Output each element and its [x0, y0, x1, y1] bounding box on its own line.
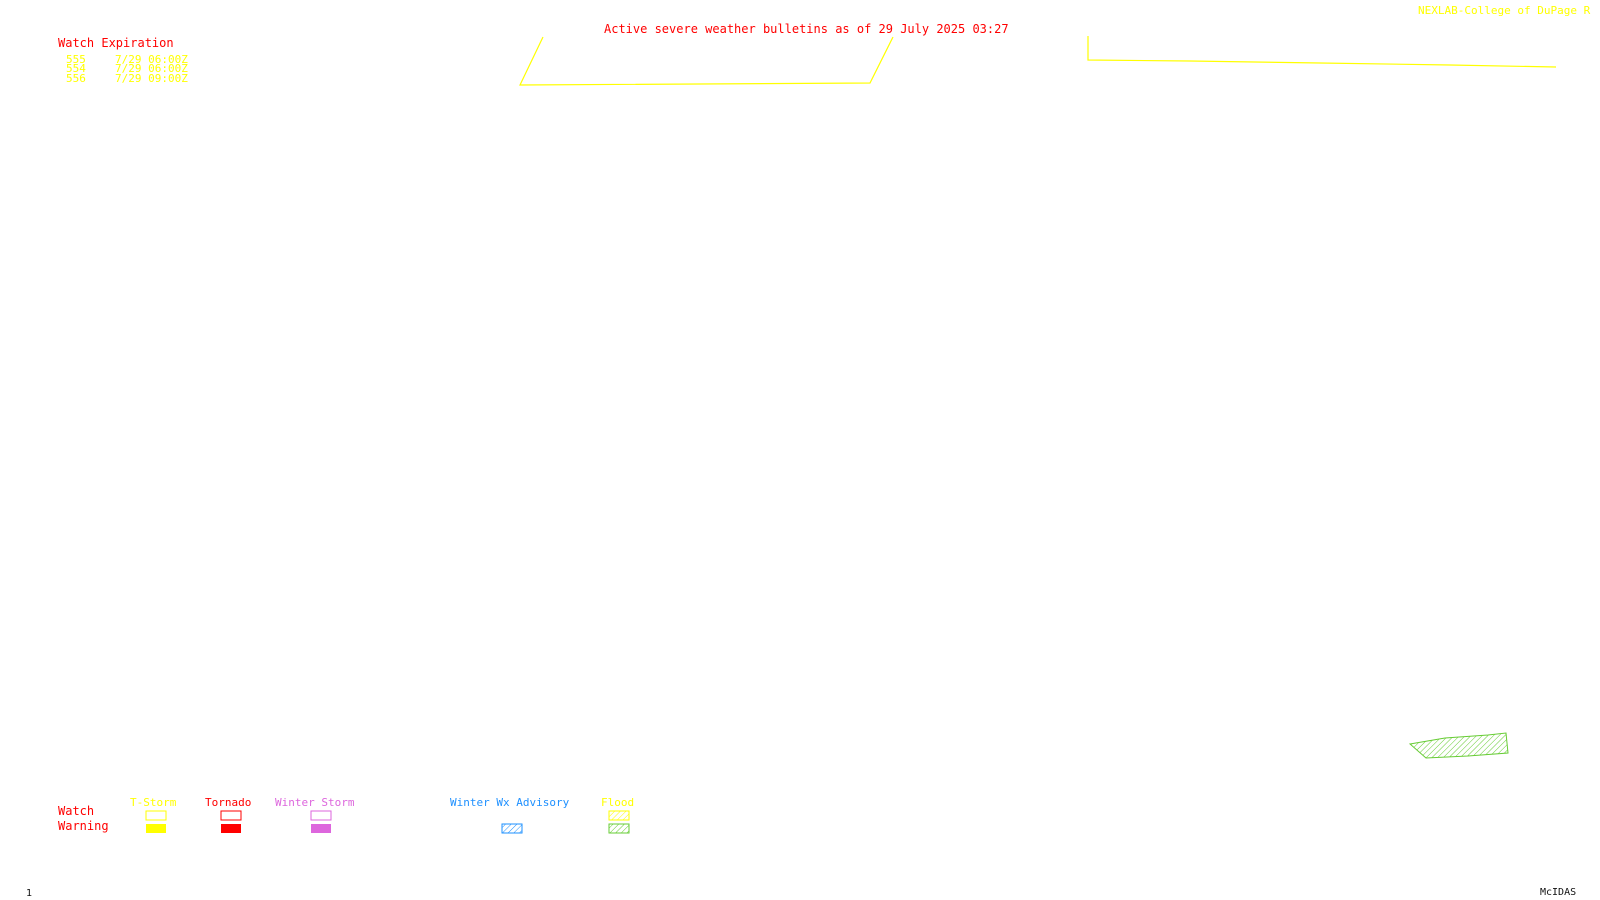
- legend-flood-label: Flood: [601, 796, 635, 809]
- watch-number: 556: [66, 72, 86, 85]
- tstorm-watch-outline: [519, 36, 894, 86]
- legend-winter-storm-label: Winter Storm: [275, 796, 355, 809]
- frame-number: 1: [26, 888, 33, 899]
- watch-number: 555: [66, 53, 86, 66]
- watch-expiry-time: 7/29 06:00Z: [115, 53, 188, 66]
- watch-number: 554: [66, 62, 86, 75]
- software-label: McIDAS: [1540, 887, 1577, 898]
- legend-winter-wx-advisory-label: Winter Wx Advisory: [450, 796, 570, 809]
- bulletin-title: Active severe weather bulletins as of 29…: [604, 22, 1009, 36]
- winter-storm-watch-swatch: [310, 810, 332, 821]
- legend-tornado-label: Tornado: [205, 796, 252, 809]
- watch-expiry-time: 7/29 06:00Z: [115, 62, 188, 75]
- flood-warning-swatch: [608, 823, 630, 834]
- tstorm-warning-swatch: [146, 824, 166, 833]
- legend-warning-row-label: Warning: [58, 819, 109, 833]
- legend-tstorm-label: T-Storm: [130, 796, 177, 809]
- winter-storm-warning-swatch: [311, 824, 331, 833]
- flood-watch-swatch: [608, 810, 630, 821]
- tornado-watch-swatch: [220, 810, 242, 821]
- watch-expiration-title: Watch Expiration: [58, 36, 174, 50]
- winter-wx-advisory-swatch: [501, 823, 523, 834]
- tstorm-watch-outline: [1087, 36, 1557, 68]
- legend-watch-row-label: Watch: [58, 804, 95, 818]
- tstorm-watch-swatch: [145, 810, 167, 821]
- watch-expiry-time: 7/29 09:00Z: [115, 72, 188, 85]
- credit-label: NEXLAB-College of DuPage R: [1418, 4, 1591, 17]
- flood-warning-area: [1408, 732, 1509, 759]
- tornado-warning-swatch: [221, 824, 241, 833]
